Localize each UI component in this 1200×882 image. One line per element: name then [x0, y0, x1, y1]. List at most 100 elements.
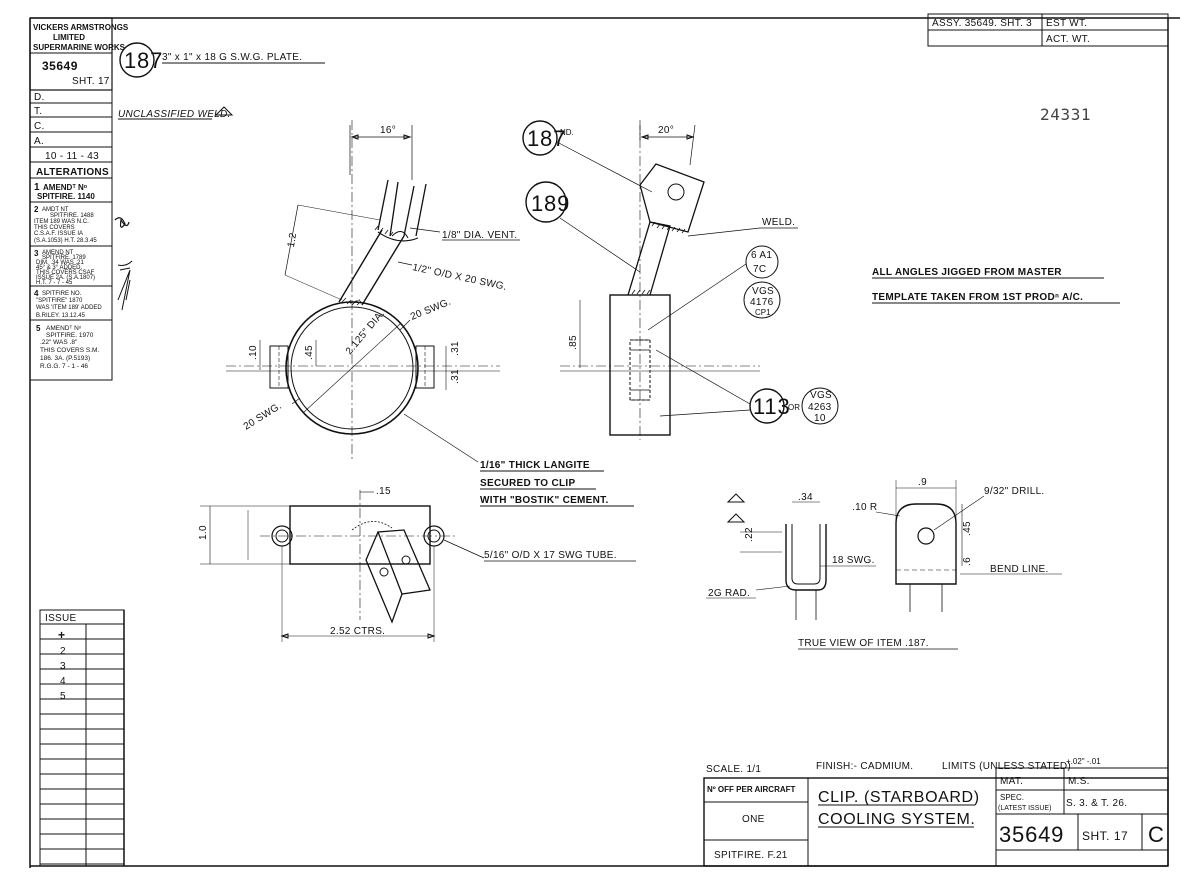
company-line-3: SUPERMARINE WORKS [33, 43, 126, 52]
item-187-balloon [119, 42, 155, 78]
alteration-4-line-1: SPITFIRE NO. [42, 291, 82, 297]
plan-view: 1.0 .15 2.52 CTRS. 5/16" O/D X 17 SWG TU… [198, 486, 636, 642]
alteration-5-line-2: SPITFIRE. 1970 [46, 332, 94, 339]
front-view: 16° 1.2 1/8" DIA. VENT. 1/2" O/D X 20 SW… [226, 120, 520, 463]
alteration-4-line-3: WAS 'ITEM 189' ADDED [36, 305, 102, 311]
front-dim-31-bottom: .31 [450, 369, 461, 384]
issue-block: ISSUE + 2 3 4 5 [39, 609, 125, 867]
item-187-number: 187 [124, 48, 163, 73]
spec-balloon-vgs-4176 [743, 281, 781, 319]
true-radius-label: .10 R [852, 502, 877, 513]
alteration-2-line-5: C.S.A.F. ISSUE IA [34, 231, 83, 237]
front-dim-31-top: .31 [450, 341, 461, 356]
spec-balloon-6a1 [745, 245, 779, 279]
front-od-label: 1/2" O/D X 20 SWG. [411, 262, 507, 293]
weld-triangle-icon [726, 493, 746, 523]
stamp-number: 24331 [1040, 105, 1091, 124]
spec-balloon-vgs-4263 [801, 387, 839, 425]
note-langite-line-1: 1/16" THICK LANGITE [480, 460, 590, 471]
spec3-line-1: VGS [810, 390, 832, 401]
alteration-3-line-5: THIS COVERS CSAF [36, 270, 95, 276]
aircraft-label: SPITFIRE. F.21 [714, 850, 788, 861]
alteration-5-line-4: THIS COVERS S.M. [40, 347, 99, 354]
limits-label: LIMITS (UNLESS STATED) [942, 761, 1071, 772]
plan-tube-label: 5/16" O/D X 17 SWG TUBE. [484, 550, 617, 561]
drawing-sheet-number: SHT. 17 [72, 76, 110, 87]
front-swg-right: 20 SWG. [409, 297, 453, 323]
true-bend-line-label: BEND LINE. [990, 564, 1049, 575]
item-113-balloon [749, 388, 785, 424]
front-dim-1-2: 1.2 [286, 232, 299, 249]
front-dim-45: .45 [304, 345, 315, 360]
alteration-1-number: 1 [34, 182, 40, 193]
scale-label: SCALE. 1/1 [706, 764, 761, 775]
no-off-label: Nº OFF PER AIRCRAFT [707, 785, 796, 794]
note-langite-line-2: SECURED TO CLIP [480, 478, 575, 489]
front-swg-left: 20 SWG. [242, 401, 284, 433]
drawing-title-line-2: COOLING SYSTEM. [818, 811, 975, 828]
note-langite-line-3: WITH "BOSTIK" CEMENT. [480, 495, 609, 506]
true-rad-label: 2G RAD. [708, 588, 750, 599]
title-block: SCALE. 1/1 FINISH:- CADMIUM. LIMITS (UNL… [703, 757, 1169, 867]
side-dim-85: .85 [568, 335, 579, 350]
side-angle-label: 20° [658, 125, 674, 136]
alteration-5-line-1: AMENDᵀ Nᵒ [46, 325, 82, 332]
alteration-3-line-6: ISSUE 2A. (S.A.1807) [36, 275, 95, 281]
company-line-2: LIMITED [53, 33, 85, 42]
drawing-number: 35649 [42, 59, 78, 73]
alteration-4-line-4: B.RILEY. 13.12.45 [36, 313, 86, 319]
assembly-box: ASSY. 35649. SHT. 3 EST WT. ACT. WT. [927, 13, 1169, 47]
alteration-2-line-6: (S.A.1053) H.T. 28.3.45 [34, 238, 97, 244]
field-c-label: C. [34, 121, 45, 132]
act-weight-label: ACT. WT. [1046, 34, 1090, 45]
field-d-label: D. [34, 92, 45, 103]
item-187-description: 3" x 1" x 18 G S.W.G. PLATE. [162, 52, 302, 63]
true-dim-22: .22 [744, 527, 755, 542]
spec2-line-1: VGS [752, 286, 774, 297]
alteration-5-line-3: .22" WAS .8" [40, 339, 78, 346]
weld-symbol-icon [214, 106, 234, 116]
limits-value: +.02" -.01 [1066, 757, 1101, 766]
item-187-side-balloon [522, 120, 558, 156]
side-item-113: 113 [753, 394, 790, 419]
alteration-2-line-3: ITEM 189 WAS N.C. [34, 219, 89, 225]
field-t-label: T. [34, 106, 42, 117]
true-dim-9: .9 [918, 477, 927, 488]
side-item-189: 189 [531, 191, 570, 216]
alteration-4-number: 4 [34, 289, 39, 298]
material-value: M.S. [1068, 776, 1090, 787]
side-item-187-nd: ND. [560, 128, 574, 137]
issue-title: ISSUE [45, 613, 77, 624]
alteration-2-line-2: SPITFIRE. 1488 [50, 213, 94, 219]
alteration-5-line-5: 186. 3A. (P.5193) [40, 355, 90, 362]
drawing-number-box: VICKERS ARMSTRONGS LIMITED SUPERMARINE W… [29, 17, 129, 163]
alteration-3-line-3: DIM. .34 WAS .21 [36, 260, 84, 266]
weld-note: UNCLASSIFIED WELD. [118, 109, 231, 120]
spec1-line-1: 6 A1 [751, 250, 772, 261]
front-dia-label: 2.125" DIA. [344, 308, 387, 357]
side-or-label: OR [788, 403, 800, 412]
alteration-5-line-6: R.G.G. 7 - 1 - 46 [40, 363, 88, 370]
alteration-2-number: 2 [34, 205, 39, 214]
issue-entry-5: 5 [60, 691, 66, 702]
issue-entry-1: + [58, 628, 66, 642]
true-view: .22 .34 18 SWG. 2G RAD. .9 .10 R 9/32" D… [706, 477, 1062, 650]
alteration-3-line-7: H.T. 7 - 7 - 45 [36, 280, 73, 286]
quantity-value: ONE [742, 814, 765, 825]
spec1-line-2: 7C [753, 264, 766, 275]
true-dim-6: .6 [962, 557, 973, 566]
est-weight-label: EST WT. [1046, 18, 1087, 29]
alteration-1-line-2: SPITFIRE. 1140 [37, 192, 95, 201]
plan-dim-1-0: 1.0 [198, 525, 209, 540]
spec3-line-3: 10 [814, 413, 826, 424]
note-angles-line-1: ALL ANGLES JIGGED FROM MASTER [872, 267, 1062, 278]
finish-label: FINISH:- CADMIUM. [816, 761, 913, 772]
assy-reference: ASSY. 35649. SHT. 3 [932, 18, 1032, 29]
front-dim-10: .10 [248, 345, 259, 360]
alteration-5-number: 5 [36, 324, 41, 333]
alteration-3-line-1: AMEND NT [42, 250, 74, 256]
handwritten-initials [114, 217, 133, 311]
drawing-title-line-1: CLIP. (STARBOARD) [818, 789, 980, 806]
title-block-drawing-number: 35649 [999, 822, 1064, 847]
